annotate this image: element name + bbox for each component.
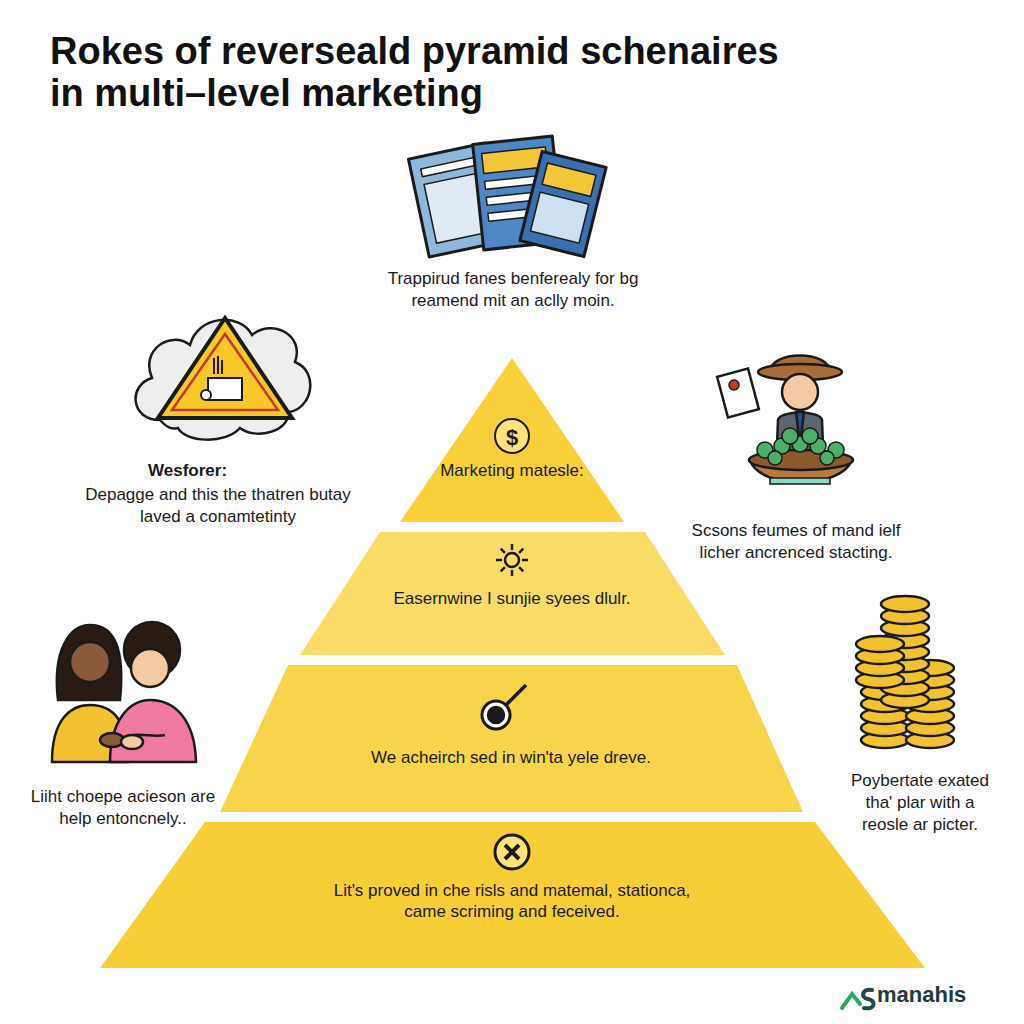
band-text-holder: Easernwine I sunjie syees dlulr.	[392, 588, 632, 609]
logo-text: manahis	[877, 984, 997, 1006]
band-fill	[220, 665, 803, 812]
note-text: Liiht choepe acieson are help entoncnely…	[28, 786, 218, 830]
x-icon	[495, 835, 529, 869]
documents-illustration	[408, 136, 606, 257]
note-text: Poybertate exated tha' plar with a reosl…	[840, 770, 1000, 836]
band-fill	[300, 532, 725, 655]
note-text: Wesforer:	[148, 460, 268, 482]
dollar-symbol: $	[494, 418, 530, 454]
note-text: Scsons feumes of mand ielf licher ancren…	[690, 520, 902, 564]
sun-icon	[496, 544, 528, 576]
warning-cloud-illustration	[136, 318, 311, 440]
man-with-money-illustration	[717, 356, 853, 485]
two-people-illustration	[52, 622, 196, 762]
coin-stacks-illustration	[856, 596, 954, 748]
band-text: We acheirch sed in win'ta yele dreve.	[366, 747, 656, 768]
band-text: Lit's proved in che risls and matemal, s…	[322, 880, 702, 922]
band-text-holder: We acheirch sed in win'ta yele dreve.	[366, 747, 656, 768]
pyramid-band: $ Marketing matesle:	[400, 358, 624, 522]
note-text: Depagge and this the thatren butay laved…	[82, 484, 354, 528]
band-fill	[100, 822, 925, 968]
band-text-holder: Lit's proved in che risls and matemal, s…	[322, 880, 702, 922]
band-fill	[400, 358, 624, 522]
band-text: Marketing matesle:	[440, 460, 584, 481]
pyramid-band: Easernwine I sunjie syees dlulr.	[300, 532, 725, 655]
key-icon	[482, 685, 526, 729]
title: Rokes of reverseald pyramid schenaires i…	[50, 30, 800, 114]
pyramid-band: Lit's proved in che risls and matemal, s…	[100, 822, 925, 968]
band-text-holder: Marketing matesle:	[440, 460, 584, 481]
pyramid-band: We acheirch sed in win'ta yele dreve.	[220, 665, 803, 812]
band-text: Easernwine I sunjie syees dlulr.	[392, 588, 632, 609]
logo-mark	[842, 990, 874, 1009]
band-shape	[220, 665, 803, 812]
note-text: Trappirud fanes benferealy for bg reamen…	[382, 268, 644, 312]
